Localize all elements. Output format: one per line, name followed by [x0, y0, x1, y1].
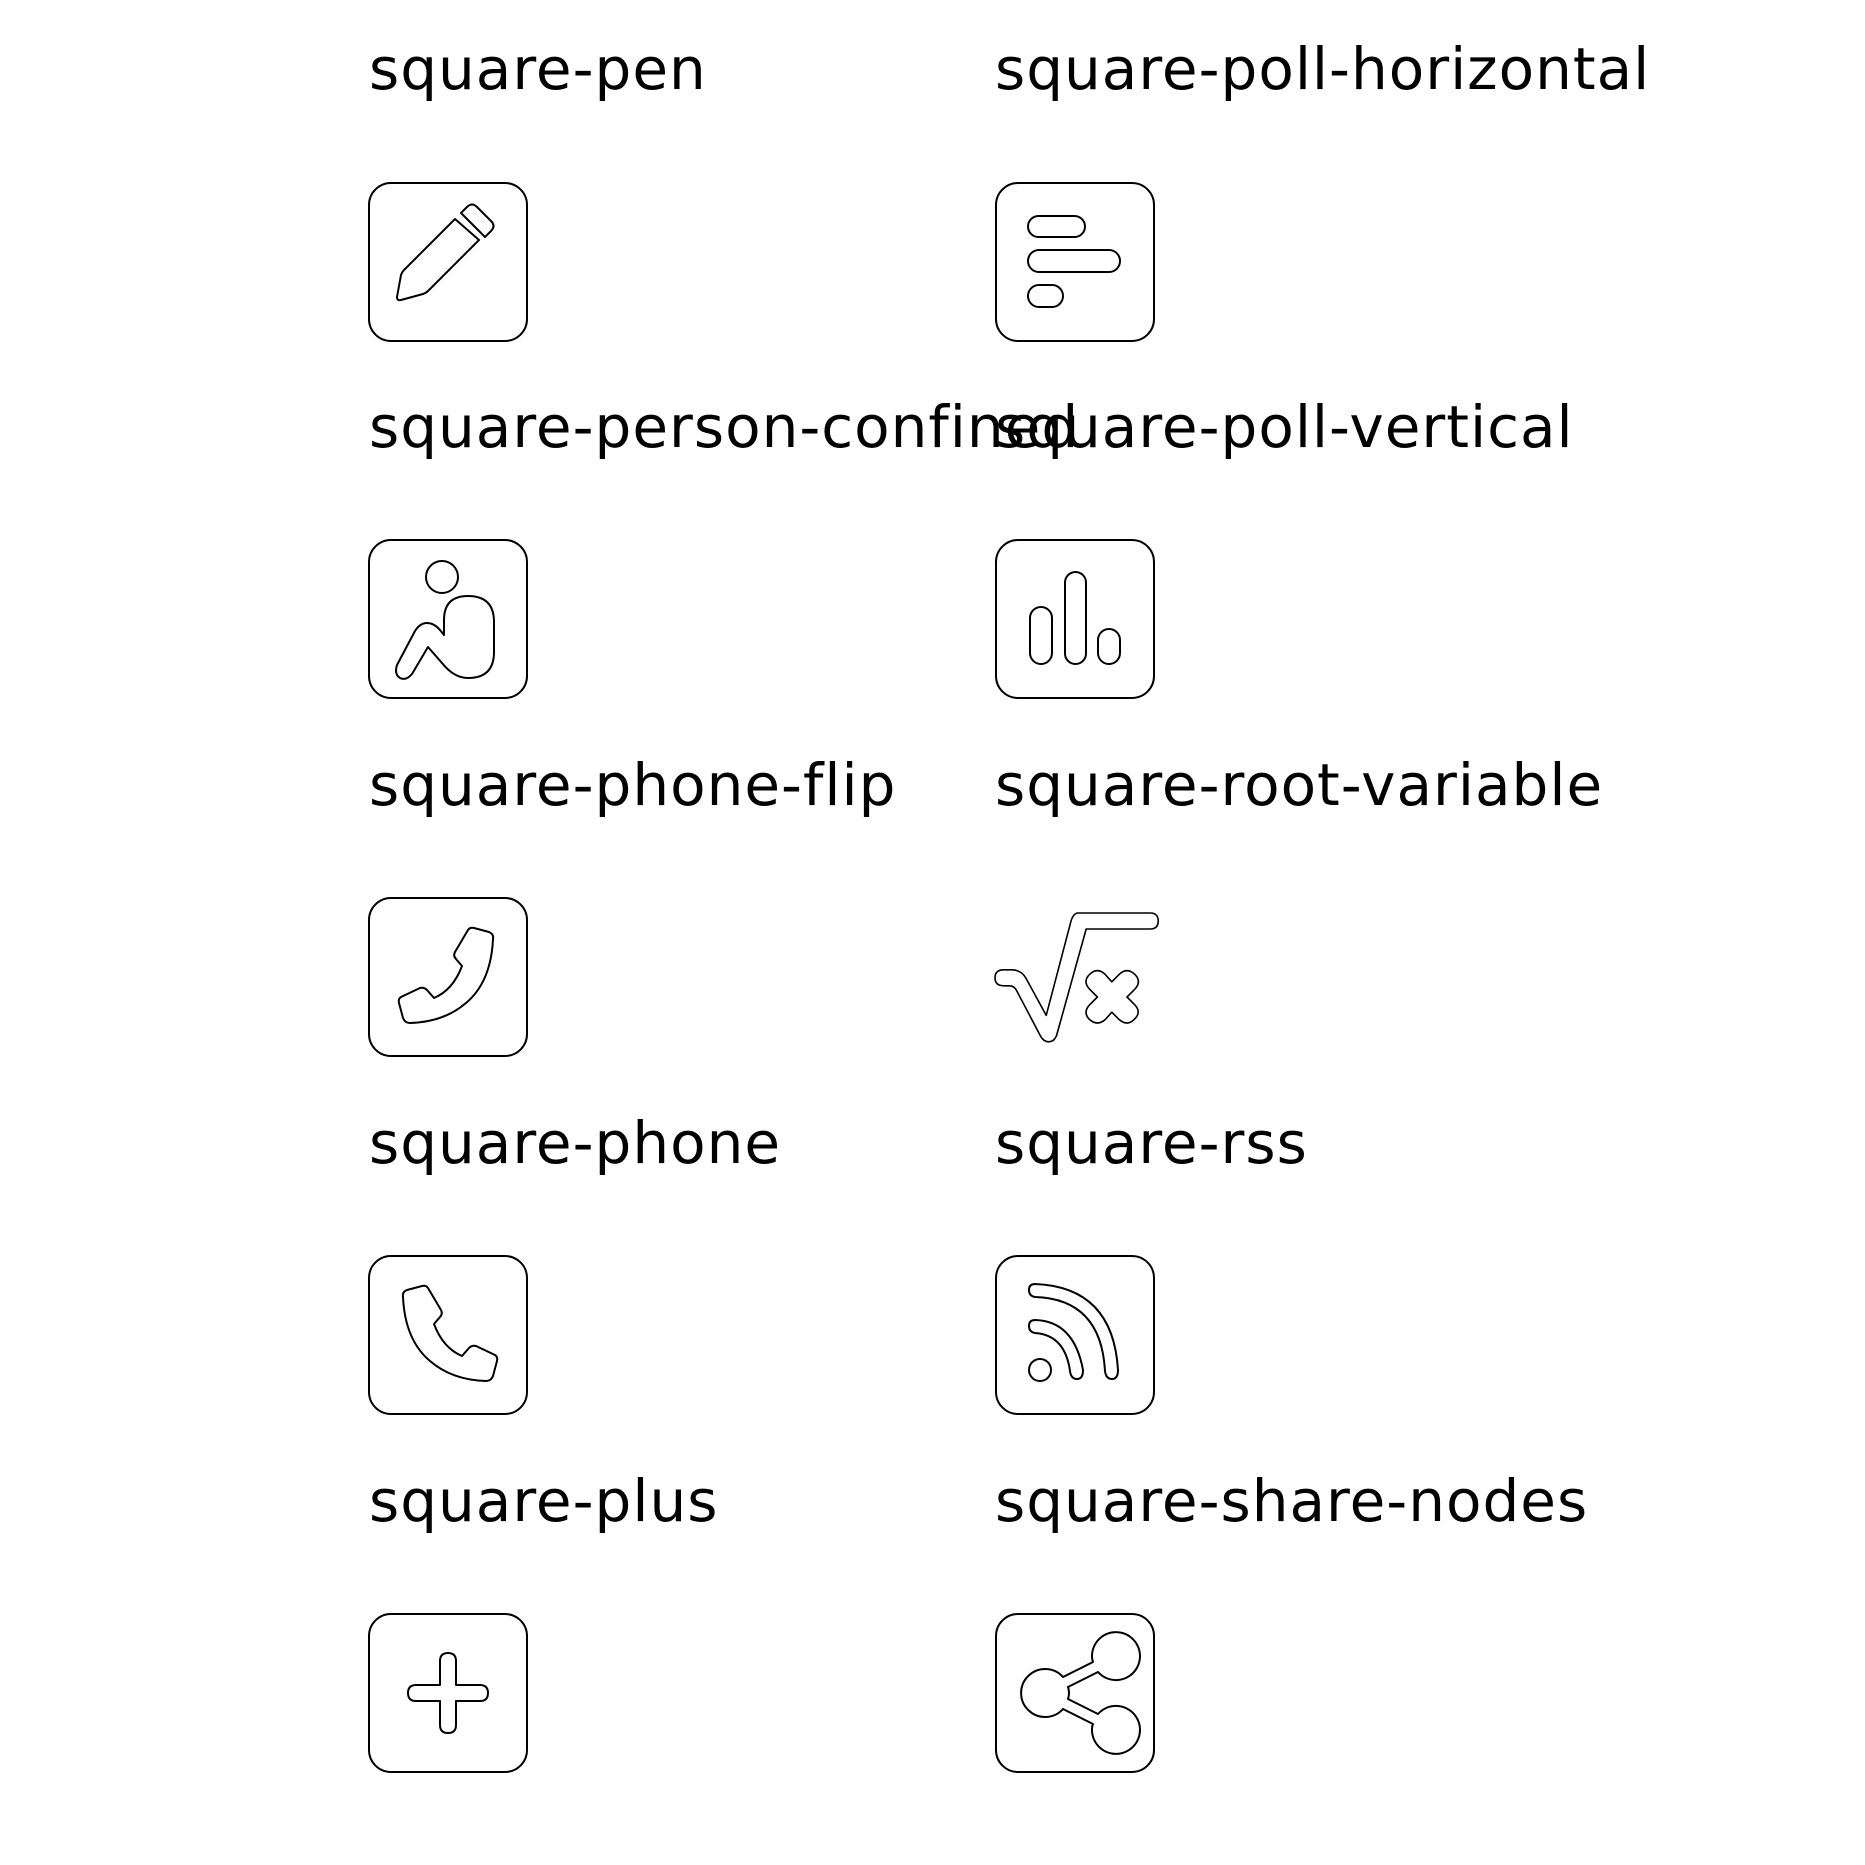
square-rss-icon [995, 1255, 1155, 1415]
icon-label-square-phone: square-phone [369, 1109, 782, 1177]
square-plus-icon [368, 1613, 528, 1773]
icon-label-square-poll-vertical: square-poll-vertical [995, 393, 1574, 461]
square-person-confined-icon [368, 539, 528, 699]
icon-label-square-pen: square-pen [369, 35, 707, 103]
icon-label-square-share-nodes: square-share-nodes [995, 1467, 1589, 1535]
icon-label-square-poll-horizontal: square-poll-horizontal [995, 35, 1651, 103]
square-phone-flip-icon [368, 897, 528, 1057]
square-pen-icon [368, 182, 528, 342]
icon-label-square-plus: square-plus [369, 1467, 719, 1535]
square-phone-icon [368, 1255, 528, 1415]
icon-label-square-person-confined: square-person-confined [369, 393, 1080, 461]
square-poll-horizontal-icon [995, 182, 1155, 342]
icon-label-square-rss: square-rss [995, 1109, 1308, 1177]
icon-label-square-phone-flip: square-phone-flip [369, 751, 897, 819]
square-root-variable-icon [994, 897, 1159, 1057]
icon-label-square-root-variable: square-root-variable [995, 751, 1604, 819]
square-share-nodes-icon [995, 1613, 1155, 1773]
square-poll-vertical-icon [995, 539, 1155, 699]
